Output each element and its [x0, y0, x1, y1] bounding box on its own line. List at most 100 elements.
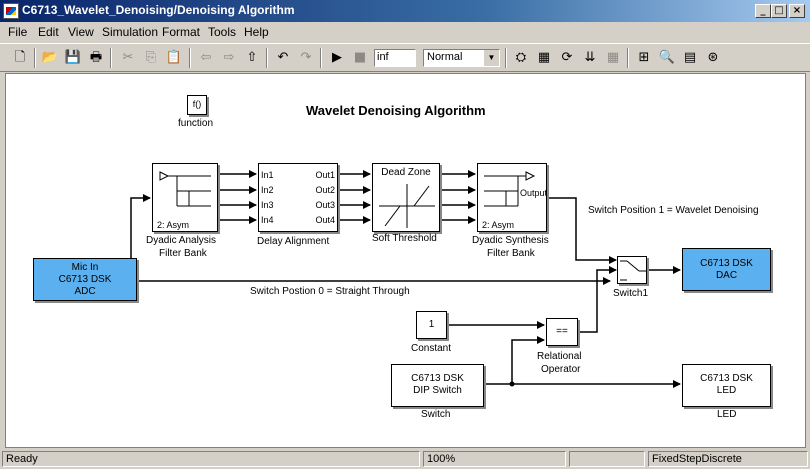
function-block[interactable]: f() — [187, 95, 207, 115]
mic-line-2: C6713 DSK — [58, 274, 112, 285]
delay-caption: Delay Alignment — [257, 236, 330, 247]
stop-time-input[interactable]: inf — [374, 49, 416, 67]
solver-name: FixedStepDiscrete — [648, 451, 808, 467]
menu-file[interactable]: File — [8, 25, 28, 39]
signal-line — [578, 266, 617, 333]
copy-icon[interactable]: ⎘ — [145, 50, 157, 65]
led-caption: LED — [717, 409, 737, 420]
config-icon[interactable]: ⊛ — [707, 50, 719, 65]
branch-point — [509, 381, 515, 387]
threshold-caption: Soft Threshold — [372, 233, 437, 244]
print-icon[interactable]: 🖶 — [89, 50, 103, 65]
maximize-button[interactable]: □ — [771, 4, 787, 18]
simulink-app-icon[interactable] — [3, 3, 19, 19]
zoom-level: 100% — [423, 451, 566, 467]
menu-help[interactable]: Help — [244, 25, 269, 39]
dac-line-2: DAC — [715, 270, 738, 281]
toolbar-separator — [34, 48, 36, 68]
dyadic-synthesis-filter-bank[interactable]: Output 2: Asym — [477, 163, 547, 232]
simulation-mode-value: Normal — [427, 51, 463, 63]
dac-line-1: C6713 DSK — [700, 258, 753, 269]
analysis-caption-1: Dyadic Analysis — [146, 235, 217, 246]
debugger-icon[interactable]: ▤ — [683, 50, 697, 65]
undo-icon[interactable]: ↶ — [277, 50, 289, 65]
toolbar-separator — [110, 48, 112, 68]
function-block-label: f() — [192, 99, 202, 109]
delay-input-port: In3 — [261, 200, 274, 210]
function-block-caption: function — [178, 118, 214, 129]
delay-output-port: Out2 — [315, 185, 335, 195]
delay-output-port: Out1 — [315, 170, 335, 180]
delay-input-port: In2 — [261, 185, 274, 195]
led-block[interactable]: C6713 DSK LED — [682, 364, 771, 407]
save-icon[interactable]: 💾 — [64, 50, 82, 65]
incremental-build-icon[interactable]: ▦ — [606, 50, 620, 65]
up-arrow-icon[interactable]: ⇧ — [246, 50, 258, 65]
dip-line-2: DIP Switch — [413, 385, 462, 396]
title-bar[interactable]: C6713_Wavelet_Denoising/Denoising Algori… — [0, 0, 810, 22]
import-icon[interactable]: ⇊ — [584, 50, 596, 65]
dac-block[interactable]: C6713 DSK DAC — [682, 248, 771, 291]
menu-view[interactable]: View — [68, 25, 94, 39]
dip-switch-block[interactable]: C6713 DSK DIP Switch — [391, 364, 484, 407]
menu-bar: File Edit View Simulation Format Tools H… — [0, 22, 810, 42]
relop-caption-1: Relational — [537, 351, 582, 362]
status-text: Ready — [2, 451, 420, 467]
stop-simulation-icon[interactable]: ■ — [353, 50, 367, 65]
delay-alignment-block[interactable]: In1 In2 In3 In4 Out1 Out2 Out3 Out4 — [258, 163, 338, 232]
led-line-2: LED — [716, 385, 737, 396]
analysis-inner-label: 2: Asym — [157, 220, 190, 230]
annotation-switch-position-0: Switch Postion 0 = Straight Through — [250, 286, 410, 297]
led-line-1: C6713 DSK — [700, 373, 753, 384]
new-model-icon[interactable]: 🗋 — [14, 50, 26, 65]
build-icon[interactable]: ⛭ — [515, 50, 527, 65]
simulation-mode-select[interactable]: Normal ▼ — [423, 49, 500, 67]
dip-caption: Switch — [421, 409, 451, 420]
toolbar-separator — [505, 48, 507, 68]
dip-line-1: C6713 DSK — [411, 373, 464, 384]
menu-tools[interactable]: Tools — [208, 25, 237, 39]
toolbar-separator — [266, 48, 268, 68]
analysis-tree-icon — [159, 171, 211, 207]
soft-threshold-block[interactable]: Dead Zone — [372, 163, 440, 232]
library-browser-icon[interactable]: ⊞ — [638, 50, 650, 65]
forward-arrow-icon[interactable]: ⇨ — [223, 50, 235, 65]
close-button[interactable]: × — [789, 4, 805, 18]
toolbar-separator — [627, 48, 629, 68]
start-simulation-icon[interactable]: ▶ — [332, 50, 342, 65]
annotation-switch-position-1: Switch Position 1 = Wavelet Denoising — [588, 205, 759, 216]
constant-block[interactable]: 1 — [416, 311, 447, 339]
toolbar: 🗋 📂 💾 🖶 ✂ ⎘ 📋 ⇦ ⇨ ⇧ ↶ ↷ ▶ ■ inf Normal ▼… — [0, 43, 810, 72]
model-explorer-icon[interactable]: 🔍 — [658, 50, 676, 65]
menu-edit[interactable]: Edit — [38, 25, 59, 39]
relop-caption-2: Operator — [541, 364, 581, 375]
status-empty-pane — [569, 451, 645, 467]
diagram-title: Wavelet Denoising Algorithm — [306, 103, 486, 118]
back-arrow-icon[interactable]: ⇦ — [200, 50, 212, 65]
cut-icon[interactable]: ✂ — [122, 50, 134, 65]
chevron-down-icon[interactable]: ▼ — [483, 50, 499, 66]
refresh-icon[interactable]: ⟳ — [561, 50, 573, 65]
status-bar: Ready 100% FixedStepDiscrete — [0, 449, 810, 469]
menu-format[interactable]: Format — [162, 25, 201, 39]
menu-simulation[interactable]: Simulation — [102, 25, 159, 39]
delay-input-port: In1 — [261, 170, 274, 180]
switch1-caption: Switch1 — [613, 288, 649, 299]
minimize-button[interactable]: _ — [755, 4, 771, 18]
mic-line-3: ADC — [74, 286, 96, 297]
threshold-inner-label: Dead Zone — [381, 167, 431, 178]
model-canvas[interactable]: Wavelet Denoising Algorithm f() function… — [5, 73, 806, 448]
constant-caption: Constant — [411, 343, 452, 354]
synthesis-caption-1: Dyadic Synthesis — [472, 235, 549, 246]
signal-line — [547, 197, 617, 264]
paste-icon[interactable]: 📋 — [165, 50, 183, 65]
mic-in-adc-block[interactable]: Mic In C6713 DSK ADC — [33, 258, 137, 301]
relational-operator-block[interactable]: == — [546, 318, 578, 346]
redo-icon[interactable]: ↷ — [300, 50, 312, 65]
delay-input-port: In4 — [261, 215, 274, 225]
switch1-block[interactable] — [617, 256, 647, 284]
analysis-caption-2: Filter Bank — [159, 248, 207, 259]
dyadic-analysis-filter-bank[interactable]: 2: Asym — [152, 163, 218, 232]
update-diagram-icon[interactable]: ▦ — [537, 50, 551, 65]
open-folder-icon[interactable]: 📂 — [41, 50, 59, 65]
